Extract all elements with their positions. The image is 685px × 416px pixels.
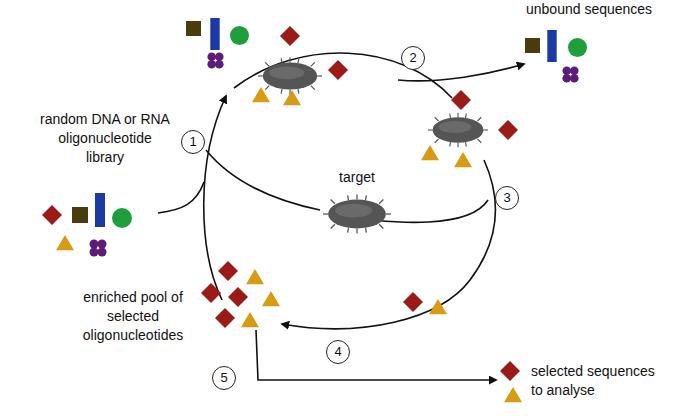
drawing-use [280, 26, 300, 46]
drawing-path [158, 182, 204, 213]
drawing-use [241, 312, 259, 327]
drawing-use [454, 152, 472, 167]
drawing-use [403, 292, 423, 312]
drawing-use [428, 113, 488, 148]
drawing-use [498, 120, 518, 140]
callout-number: 4 [326, 340, 350, 364]
target-text: target [327, 168, 387, 187]
drawing-use [207, 52, 223, 68]
drawing-use [262, 291, 280, 306]
drawing-path [282, 160, 496, 329]
drawing-use [252, 87, 270, 102]
drawing-use [72, 207, 88, 223]
drawing-use [547, 30, 556, 62]
drawing-use [568, 38, 587, 57]
drawing-use [186, 21, 201, 36]
drawing-use [228, 287, 248, 307]
drawing-use [451, 90, 471, 110]
library-text: random DNA or RNA oligonucleotide librar… [40, 110, 170, 167]
callout-number: 1 [181, 130, 205, 154]
selected-text: selected sequences to analyse [531, 362, 665, 400]
cycle-arrows [158, 53, 524, 380]
drawing-use [525, 38, 540, 53]
drawing-path [206, 150, 320, 210]
drawing-use [323, 194, 391, 233]
drawing-use [95, 193, 105, 227]
drawing-use [258, 58, 322, 95]
drawing-use [500, 361, 520, 381]
drawing-use [112, 208, 132, 228]
drawing-use [56, 235, 74, 250]
drawing-path [256, 330, 496, 380]
drawing-use [246, 269, 264, 284]
oligonucleotides [42, 18, 587, 402]
callout-number: 5 [212, 366, 236, 390]
drawing-use [210, 18, 219, 50]
pool-text: enriched pool of selected oligonucleotid… [66, 288, 200, 345]
caption-text: unbound sequences [526, 0, 682, 19]
target-cells [258, 58, 488, 234]
drawing-use [201, 283, 221, 303]
drawing-use [230, 26, 249, 45]
drawing-use [429, 299, 447, 314]
drawing-use [562, 66, 578, 82]
callout-number: 3 [495, 186, 519, 210]
drawing-use [283, 90, 301, 105]
drawing-use [328, 60, 348, 80]
drawing-use [215, 308, 235, 328]
drawing-use [218, 261, 238, 281]
drawing-use [504, 387, 522, 402]
drawing-use [42, 205, 62, 225]
drawing-use [421, 145, 439, 160]
callout-number: 2 [401, 46, 425, 70]
drawing-use [90, 240, 107, 257]
